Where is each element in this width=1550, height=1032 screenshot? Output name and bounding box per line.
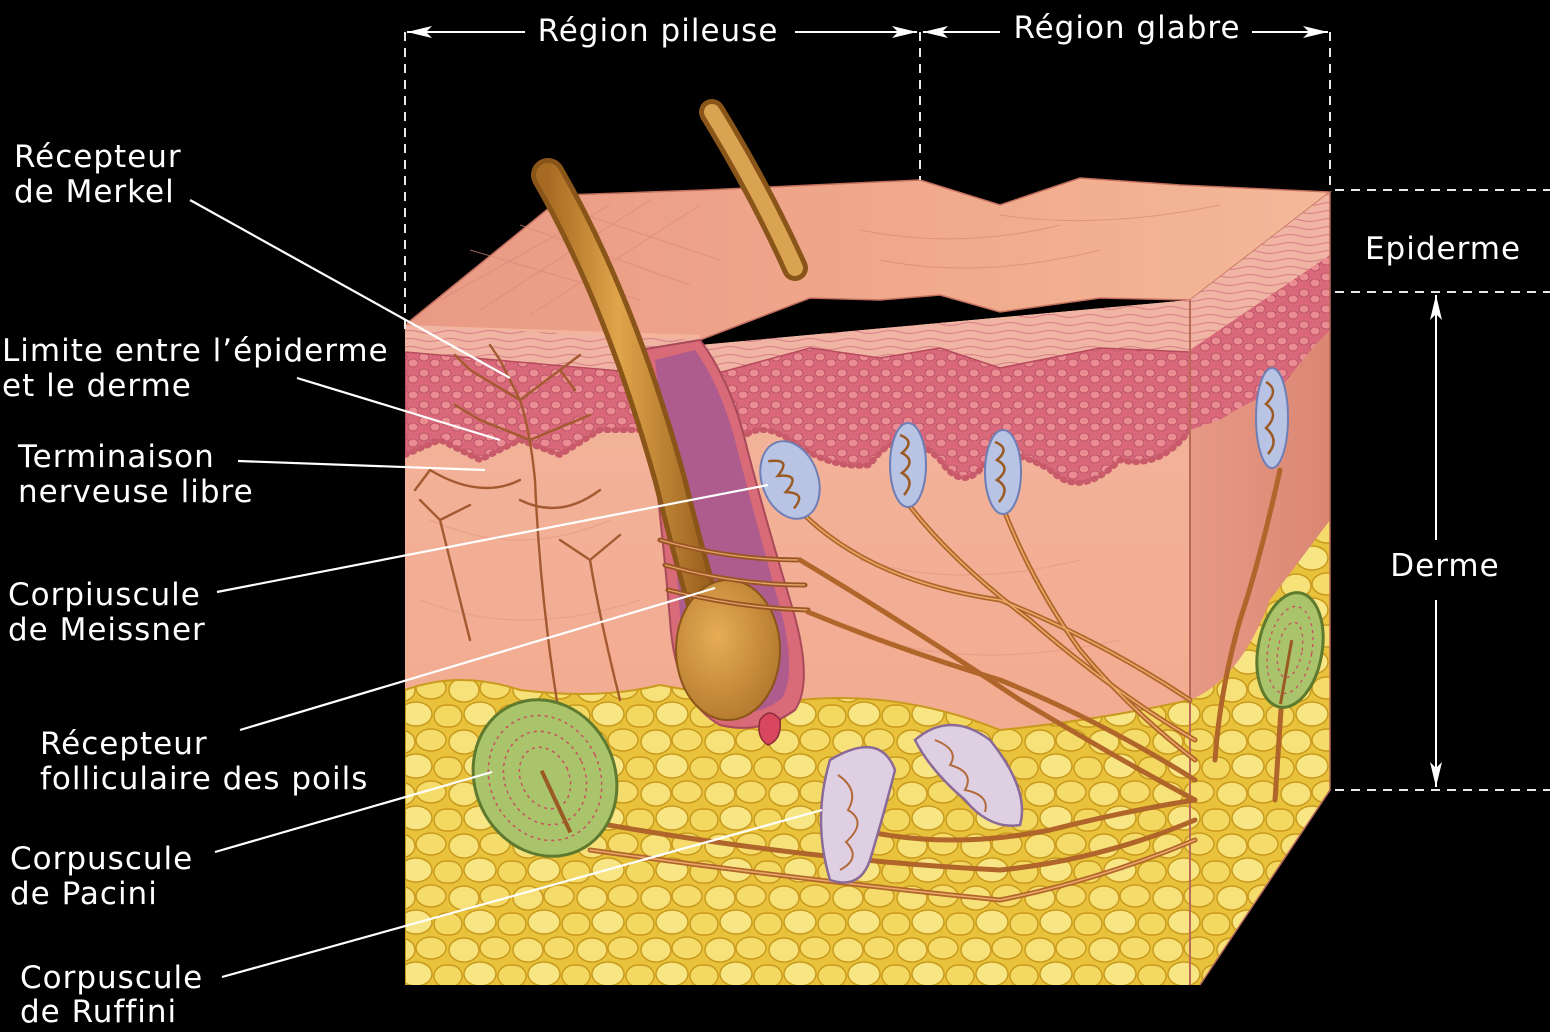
dermis-label: Derme xyxy=(1390,548,1499,584)
label-hair-follicle-line2: folliculaire des poils xyxy=(40,761,368,797)
label-meissner-line2: de Meissner xyxy=(8,612,206,648)
label-pacini-line1: Corpuscule xyxy=(10,841,193,877)
label-ruffini-line1: Corpuscule xyxy=(20,960,203,996)
label-free-ending-line1: Terminaison xyxy=(17,439,215,475)
label-merkel-line2: de Merkel xyxy=(14,174,175,210)
label-boundary-line2: et le derme xyxy=(2,368,192,404)
label-boundary-line1: Limite entre l’épiderme xyxy=(2,333,389,369)
label-ruffini-line2: de Ruffini xyxy=(20,994,177,1030)
label-meissner-line1: Corpiuscule xyxy=(8,577,201,613)
label-merkel-line1: Récepteur xyxy=(14,139,182,175)
skin-block xyxy=(405,178,1335,995)
epidermis-label: Epiderme xyxy=(1365,231,1521,267)
label-pacini-line2: de Pacini xyxy=(10,876,158,912)
region-pileuse-label: Région pileuse xyxy=(538,13,779,49)
layer-markers: Epiderme Derme xyxy=(1335,190,1550,790)
label-hair-follicle-line1: Récepteur xyxy=(40,726,208,762)
receptor-labels: Récepteur de Merkel Limite entre l’épide… xyxy=(2,139,389,1030)
label-free-ending-line2: nerveuse libre xyxy=(18,474,254,510)
region-glabre-label: Région glabre xyxy=(1013,10,1240,46)
